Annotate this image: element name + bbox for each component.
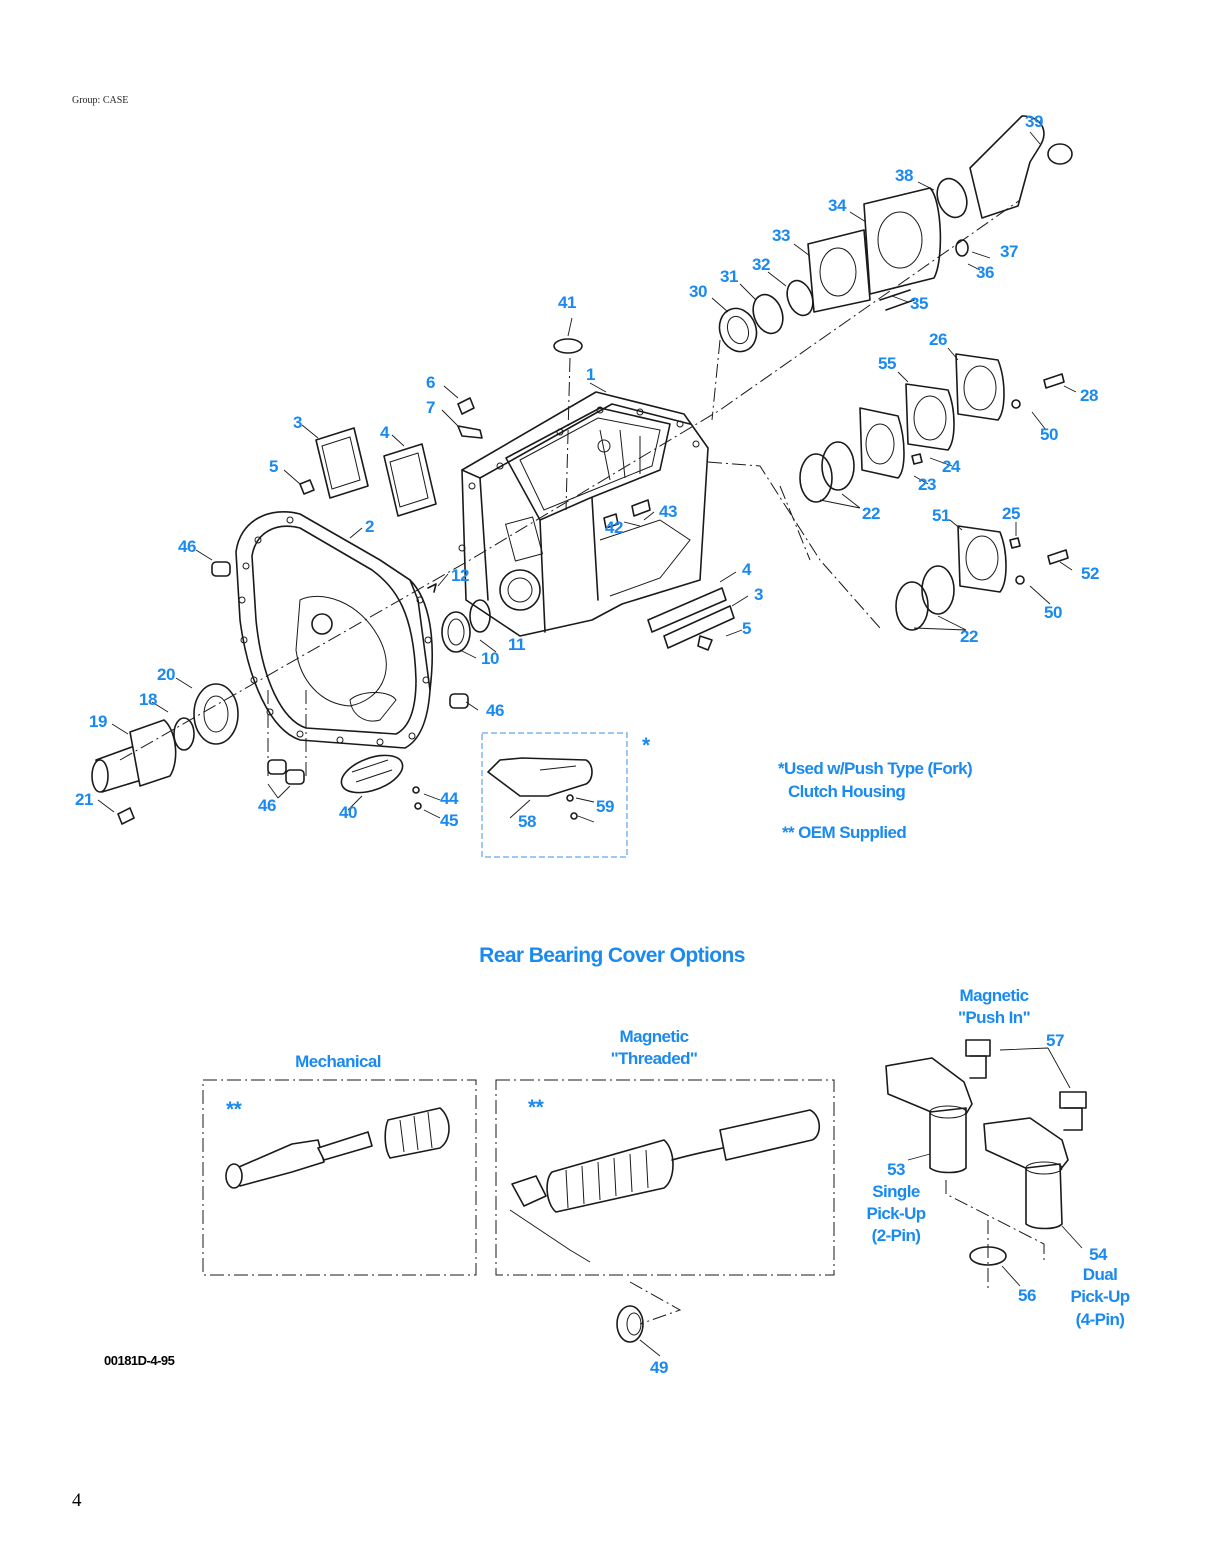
callout-32: 32	[752, 255, 770, 274]
magnetic-push-label-line2: "Push In"	[958, 1008, 1030, 1027]
callout-44: 44	[440, 789, 459, 808]
magnetic-push-in-sensor-drawing	[885, 1039, 1087, 1290]
leader-lines	[97, 131, 1083, 1357]
rear-bearing-title: Rear Bearing Cover Options	[479, 944, 745, 967]
mechanical-box	[202, 1079, 477, 1276]
callout-49: 50	[1040, 425, 1058, 444]
callout-25: 25	[1002, 504, 1020, 523]
dual-pickup-line3: (4-Pin)	[1076, 1310, 1125, 1329]
clutch-housing-drawing	[235, 511, 433, 749]
callout-50: 51	[932, 506, 950, 525]
callout-35: 35	[910, 294, 928, 313]
callout-40: 40	[339, 803, 357, 822]
magnetic-threaded-sensor-drawing	[509, 1109, 821, 1263]
callout-numbers: 1 2 3 3 4 4 5 5 6 7 10 11 12 18 19 20 21…	[75, 112, 1099, 1377]
callout-11: 11	[508, 635, 525, 654]
callout-52: 55	[878, 354, 896, 373]
callout-46: 46	[178, 537, 196, 556]
callout-22: 22	[960, 627, 978, 646]
callout-48: 49	[650, 1358, 668, 1377]
rear-cover-parts-drawing	[718, 115, 1073, 631]
centerlines	[119, 199, 1021, 780]
callout-22: 22	[862, 504, 880, 523]
callout-37: 37	[1000, 242, 1018, 261]
callout-55: 56	[1018, 1286, 1036, 1305]
seal-48-drawing	[616, 1281, 682, 1343]
magnetic-threaded-box	[495, 1079, 835, 1276]
callout-51: 52	[1081, 564, 1099, 583]
oem-mark-threaded: **	[528, 1096, 545, 1119]
push-type-plate-drawing	[487, 757, 593, 820]
callout-23: 23	[918, 475, 936, 494]
callout-7: 7	[426, 398, 435, 417]
push-type-note-line2: Clutch Housing	[788, 782, 905, 801]
callout-42: 42	[605, 518, 623, 537]
callout-28: 28	[1080, 386, 1098, 405]
mechanical-sensor-drawing	[225, 1107, 450, 1189]
dual-pickup-line1: Dual	[1083, 1265, 1117, 1284]
callout-33: 33	[772, 226, 790, 245]
single-pickup-line3: (2-Pin)	[872, 1226, 921, 1245]
callout-18: 18	[139, 690, 157, 709]
oem-mark-mechanical: **	[226, 1098, 243, 1121]
callout-26: 26	[929, 330, 947, 349]
figure-code: 00181D-4-95	[104, 1353, 175, 1368]
callout-20: 20	[157, 665, 175, 684]
callout-24: 24	[942, 457, 961, 476]
callout-4: 4	[380, 423, 390, 442]
magnetic-threaded-label-line1: Magnetic	[620, 1027, 689, 1046]
callout-5: 5	[269, 457, 278, 476]
mechanical-label: Mechanical	[295, 1052, 381, 1071]
callout-31: 31	[720, 267, 738, 286]
callout-21: 21	[75, 790, 93, 809]
callout-46: 46	[258, 796, 276, 815]
callout-39: 39	[1025, 112, 1043, 131]
callout-41: 41	[558, 293, 576, 312]
callout-12: 12	[451, 566, 469, 585]
callout-46: 46	[486, 701, 504, 720]
single-pickup-line2: Pick-Up	[866, 1204, 925, 1223]
oem-supplied-note: ** OEM Supplied	[782, 823, 906, 842]
callout-38: 38	[895, 166, 913, 185]
group-label: Group: CASE	[72, 95, 129, 106]
callout-6: 6	[426, 373, 435, 392]
magnetic-threaded-label-line2: "Threaded"	[611, 1049, 698, 1068]
callout-5: 5	[742, 619, 751, 638]
callout-3: 3	[754, 585, 763, 604]
single-pickup-number: 53	[887, 1160, 905, 1179]
callout-49: 50	[1044, 603, 1062, 622]
callout-30: 30	[689, 282, 707, 301]
dual-pickup-number: 54	[1089, 1245, 1108, 1264]
callout-57: 58	[518, 812, 536, 831]
callout-56: 57	[1046, 1031, 1064, 1050]
callout-34: 34	[828, 196, 847, 215]
callout-2: 2	[365, 517, 374, 536]
magnetic-push-label-line1: Magnetic	[960, 986, 1029, 1005]
callout-43: 43	[659, 502, 677, 521]
page-number: 4	[72, 1490, 82, 1511]
dual-pickup-line2: Pick-Up	[1070, 1287, 1129, 1306]
callout-58: 59	[596, 797, 614, 816]
push-type-star: *	[642, 734, 651, 757]
callout-1: 1	[586, 365, 595, 384]
single-pickup-line1: Single	[872, 1182, 920, 1201]
callout-19: 19	[89, 712, 107, 731]
callout-3: 3	[293, 413, 302, 432]
push-type-note-line1: *Used w/Push Type (Fork)	[778, 759, 972, 778]
callout-10: 10	[481, 649, 499, 668]
callout-4: 4	[742, 560, 752, 579]
small-parts-drawing	[91, 338, 735, 825]
callout-36: 36	[976, 263, 994, 282]
transmission-case-drawing	[458, 391, 709, 637]
callout-45: 45	[440, 811, 458, 830]
push-type-parts-box	[481, 732, 628, 858]
